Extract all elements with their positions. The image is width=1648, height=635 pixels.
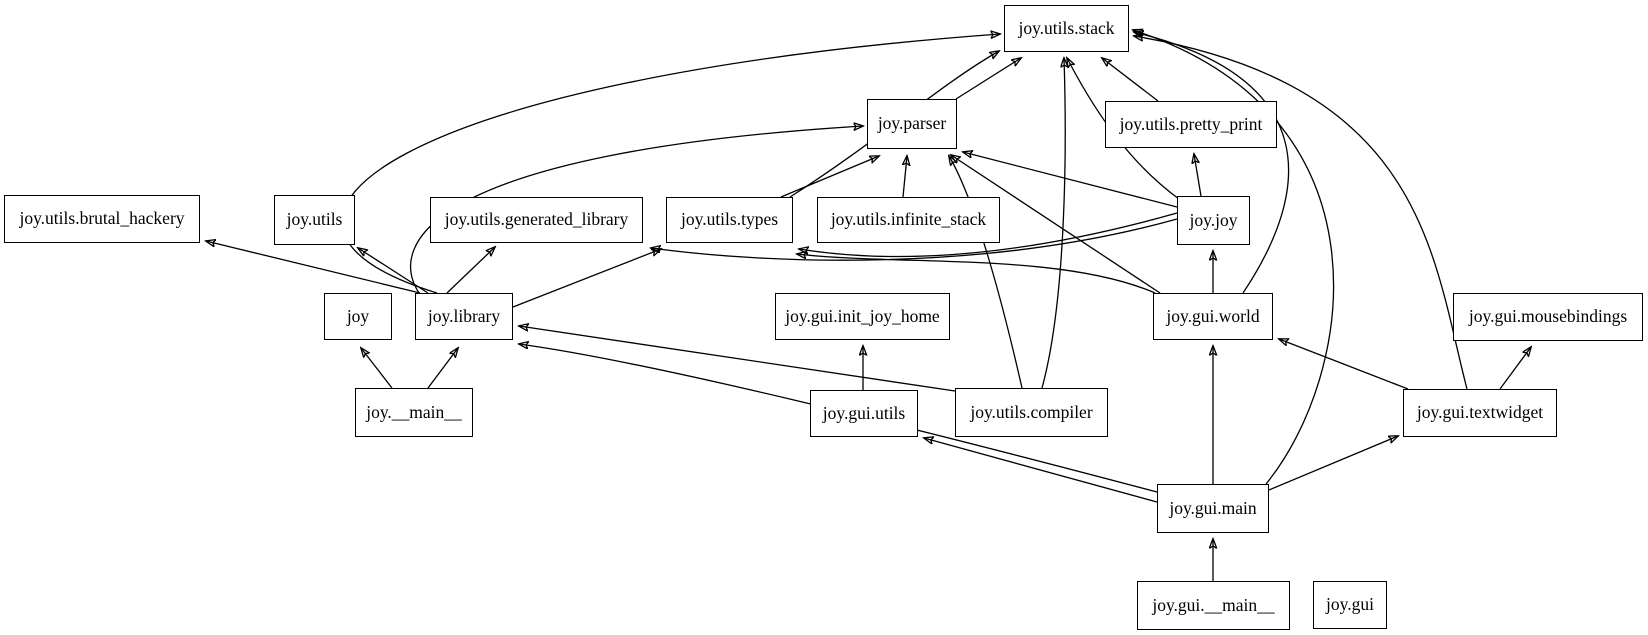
node-world: joy.gui.world <box>1153 293 1273 340</box>
edge-joyjoy-to-parser <box>963 152 1178 208</box>
node-stack: joy.utils.stack <box>1004 5 1129 52</box>
node-joy_main: joy.__main__ <box>355 388 473 437</box>
node-utils: joy.utils <box>274 195 355 245</box>
node-label-parser: joy.parser <box>877 113 947 134</box>
node-label-joyjoy: joy.joy <box>1189 209 1238 230</box>
node-pretty_print: joy.utils.pretty_print <box>1105 101 1277 148</box>
node-textwidget: joy.gui.textwidget <box>1403 389 1557 437</box>
edge-pretty_print-to-stack <box>1102 58 1159 102</box>
edge-joy_main-to-library <box>427 348 458 389</box>
node-label-joy: joy <box>346 305 370 326</box>
node-label-pretty_print: joy.utils.pretty_print <box>1119 113 1263 134</box>
node-gui: joy.gui <box>1313 581 1387 629</box>
edge-joy_main-to-joy <box>361 348 393 389</box>
edge-parser-to-stack <box>955 58 1021 100</box>
node-library: joy.library <box>415 293 513 340</box>
node-generated_library: joy.utils.generated_library <box>430 197 643 243</box>
edge-gui_main-to-gui_utils <box>924 438 1158 503</box>
edge-library-to-stack <box>341 34 1000 294</box>
node-label-infinite_stack: joy.utils.infinite_stack <box>830 209 987 230</box>
node-label-compiler: joy.utils.compiler <box>970 401 1093 422</box>
edge-gui_main-to-textwidget <box>1268 436 1398 491</box>
node-label-utils: joy.utils <box>286 209 343 230</box>
edge-world-to-types <box>797 254 1156 294</box>
edge-library-to-types <box>512 249 661 308</box>
node-label-gui_main_main: joy.gui.__main__ <box>1152 594 1275 615</box>
node-joyjoy: joy.joy <box>1177 196 1250 245</box>
node-label-mousebindings: joy.gui.mousebindings <box>1468 306 1628 327</box>
edge-compiler-to-parser <box>949 156 1023 389</box>
edge-textwidget-to-mousebindings <box>1499 347 1531 390</box>
node-infinite_stack: joy.utils.infinite_stack <box>817 197 1000 243</box>
edge-infinite_stack-to-parser <box>903 156 907 198</box>
node-gui_utils: joy.gui.utils <box>810 390 918 437</box>
edge-compiler-to-stack <box>1041 58 1065 389</box>
node-label-library: joy.library <box>427 305 501 326</box>
node-label-stack: joy.utils.stack <box>1018 17 1115 38</box>
edge-world-to-stack <box>1134 32 1290 294</box>
node-label-joy_main: joy.__main__ <box>366 401 462 422</box>
edge-library-to-brutal_hackery <box>206 241 421 294</box>
edge-library-to-generated_library <box>446 247 495 294</box>
node-init_joy_home: joy.gui.init_joy_home <box>775 293 950 340</box>
edge-gui_main-to-stack <box>1133 30 1335 485</box>
node-label-brutal_hackery: joy.utils.brutal_hackery <box>19 208 185 229</box>
node-brutal_hackery: joy.utils.brutal_hackery <box>4 195 200 243</box>
edge-textwidget-to-world <box>1279 339 1409 390</box>
node-label-textwidget: joy.gui.textwidget <box>1416 402 1544 423</box>
node-label-world: joy.gui.world <box>1166 305 1260 326</box>
node-label-gui_utils: joy.gui.utils <box>822 402 906 423</box>
node-gui_main: joy.gui.main <box>1157 484 1269 533</box>
node-label-generated_library: joy.utils.generated_library <box>444 209 629 230</box>
node-mousebindings: joy.gui.mousebindings <box>1453 293 1643 341</box>
node-label-gui_main: joy.gui.main <box>1169 497 1257 518</box>
edge-types-to-parser <box>780 156 879 198</box>
node-label-gui: joy.gui <box>1326 594 1374 615</box>
node-compiler: joy.utils.compiler <box>955 388 1108 437</box>
edge-joyjoy-to-types <box>799 212 1178 258</box>
edge-world-to-parser <box>951 155 1161 294</box>
node-label-init_joy_home: joy.gui.init_joy_home <box>785 305 940 326</box>
node-gui_main_main: joy.gui.__main__ <box>1137 581 1290 630</box>
node-joy: joy <box>324 293 392 340</box>
edge-joyjoy-to-pretty_print <box>1194 154 1202 197</box>
edge-compiler-to-library <box>519 326 956 392</box>
edge-gui_main-to-library <box>519 344 1158 493</box>
node-parser: joy.parser <box>867 99 957 149</box>
node-label-types: joy.utils.types <box>680 209 779 230</box>
node-types: joy.utils.types <box>666 197 793 243</box>
